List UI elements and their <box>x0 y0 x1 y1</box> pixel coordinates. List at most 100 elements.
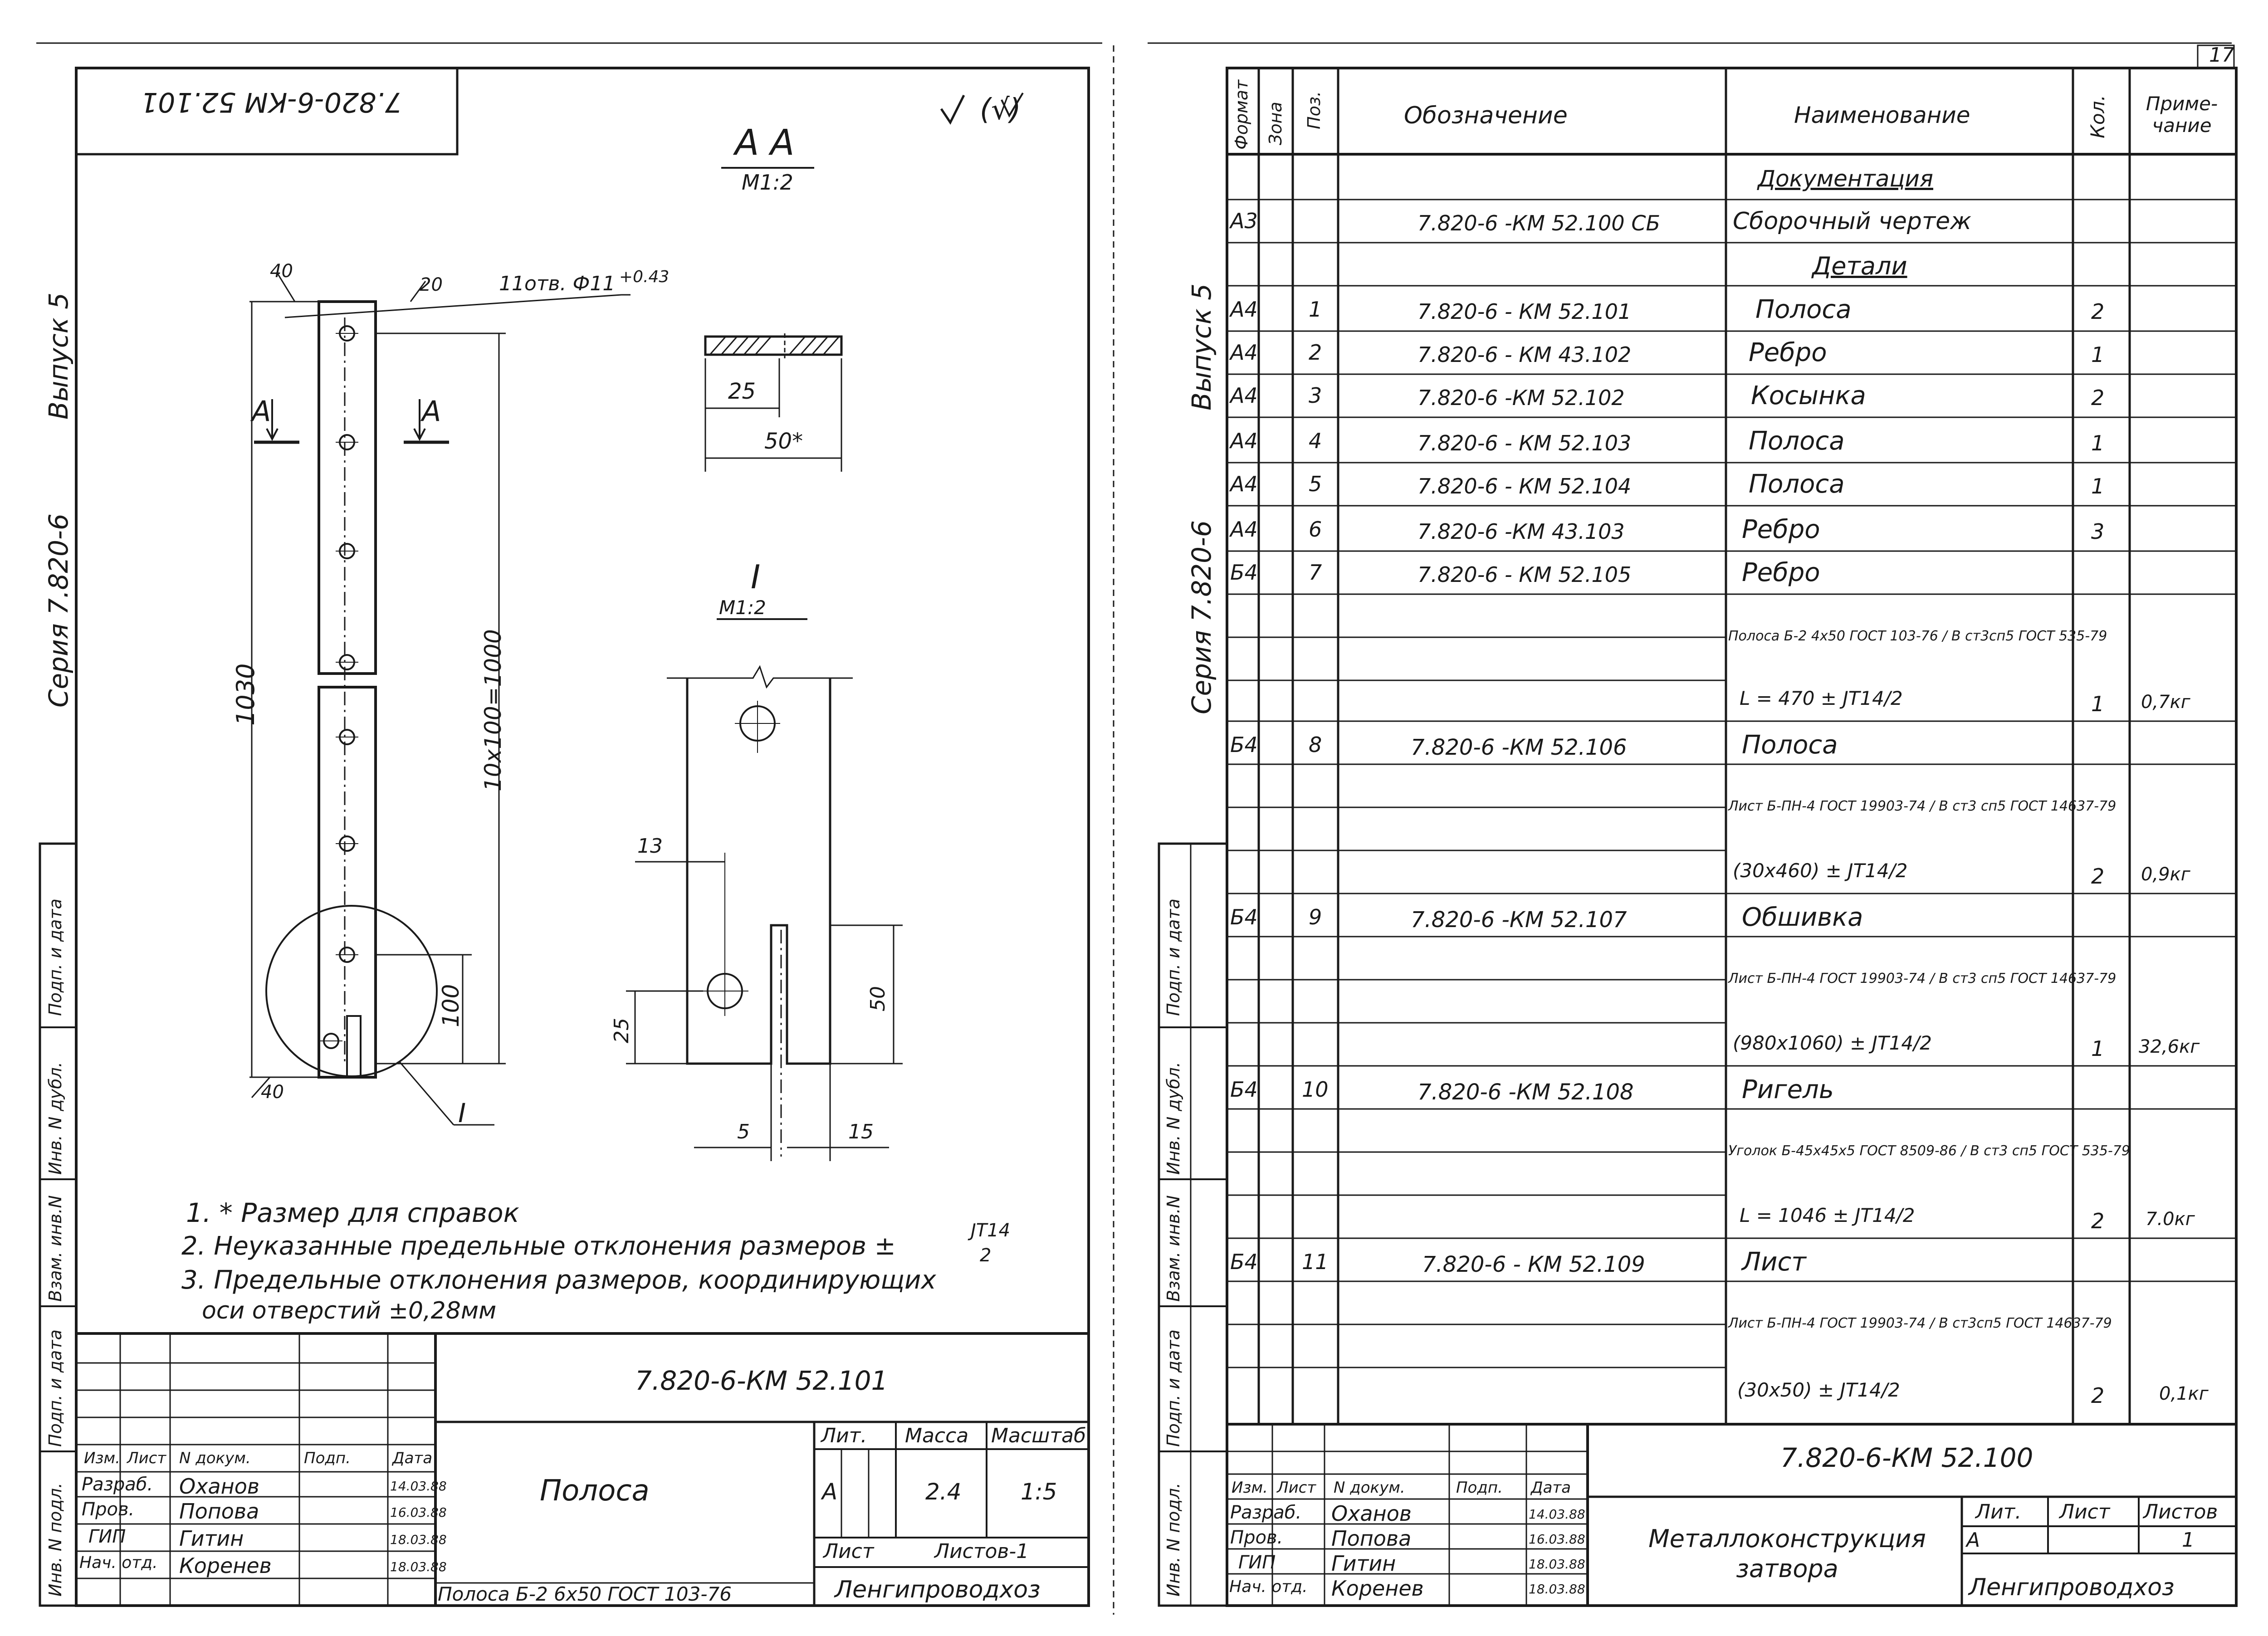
detail-dim-50: 50 <box>866 986 890 1011</box>
spec-material-pos8: Лист Б-ПН-4 ГОСТ 19903-74 / В ст3 сп5 ГО… <box>1728 798 2116 814</box>
left-side-5: Инв. N подл. <box>45 1482 65 1597</box>
spec-fmt-pos1: А4 <box>1230 297 1258 322</box>
detail-dim-5: 5 <box>737 1120 750 1143</box>
detail-i-title: I <box>751 558 761 596</box>
header-designation: Обозначение <box>1404 102 1568 129</box>
spec-name-pos10: Ригель <box>1742 1075 1834 1104</box>
spec-name-pos4: Полоса <box>1749 426 1845 456</box>
left-tb-role-3: ГИП <box>88 1526 126 1547</box>
spec-qty-pos7: 1 <box>2091 692 2105 716</box>
spec-qty-pos5: 1 <box>2091 474 2105 498</box>
spec-des-pos1: 7.820-6 - КМ 52.101 <box>1418 299 1632 324</box>
section-aa-scale: М1:2 <box>742 170 793 195</box>
left-tb-role-4: Нач. отд. <box>79 1553 158 1572</box>
left-tb-date-1: 14.03.88 <box>390 1479 447 1494</box>
right-tb-code: 7.820-6-КМ 52.100 <box>1780 1442 2033 1473</box>
left-tb-name: Полоса <box>540 1474 650 1508</box>
right-margin-vypusk: Выпуск 5 <box>1186 283 1217 410</box>
left-side-3: Инв. N дубл. <box>45 1062 65 1175</box>
spec-name-pos8: Полоса <box>1742 730 1838 760</box>
spec-des-pos10: 7.820-6 -КМ 52.108 <box>1418 1079 1634 1105</box>
spec-fmt-pos4: А4 <box>1230 429 1258 453</box>
spec-note-pos11: 0,1кг <box>2159 1383 2209 1404</box>
note-3: 3. Предельные отклонения размеров, коорд… <box>181 1265 936 1295</box>
spec-qty-pos8: 2 <box>2091 864 2105 889</box>
left-tb-code: 7.820-6-КМ 52.101 <box>635 1365 888 1396</box>
dim-40-top: 40 <box>270 261 293 282</box>
spec-fmt-pos10: Б4 <box>1230 1077 1258 1102</box>
spec-note-pos7: 0,7кг <box>2141 692 2190 713</box>
cut-label-a-left: А <box>252 395 271 428</box>
spec-pos-5: 5 <box>1309 472 1322 496</box>
spec-fmt-1: А3 <box>1230 209 1258 233</box>
header-qty: Кол. <box>2087 95 2109 138</box>
cut-label-a-right: А <box>422 395 441 428</box>
header-name: Наименование <box>1794 102 1970 128</box>
spec-fmt-pos3: А4 <box>1230 383 1258 408</box>
detail-dim-15: 15 <box>848 1120 874 1143</box>
spec-des-pos5: 7.820-6 - КМ 52.104 <box>1418 474 1632 498</box>
spec-qty-pos11: 2 <box>2091 1383 2105 1408</box>
roughness-mark: (√) <box>980 93 1021 127</box>
right-tb-name-1: Оханов <box>1331 1501 1412 1526</box>
right-tb-name-3: Гитин <box>1331 1551 1396 1576</box>
right-tb-org: Ленгипроводхоз <box>1969 1574 2175 1601</box>
spec-pos-8: 8 <box>1309 733 1322 757</box>
right-tb-role-4: Нач. отд. <box>1229 1577 1308 1596</box>
header-format: Формат <box>1232 79 1251 150</box>
spec-note-pos10: 7.0кг <box>2146 1209 2195 1230</box>
strip-view <box>249 272 631 1126</box>
spec-des-pos6: 7.820-6 -КМ 43.103 <box>1418 519 1625 544</box>
spec-qty-pos2: 1 <box>2091 342 2105 367</box>
right-tb-lit-label: Лит. <box>1975 1500 2022 1524</box>
spec-qty-pos1: 2 <box>2091 299 2105 324</box>
page-number: 17 <box>2209 44 2234 67</box>
spec-note-pos9: 32,6кг <box>2139 1036 2200 1057</box>
left-tb-scale: 1:5 <box>1021 1479 1057 1505</box>
dim-chain: 10х100=1000 <box>480 629 506 791</box>
right-tb-role-2: Пров. <box>1230 1527 1283 1548</box>
left-tb-lit: А <box>822 1479 838 1505</box>
spec-fmt-pos2: А4 <box>1230 340 1258 365</box>
left-side-1: Подп. и дата <box>45 899 65 1016</box>
section-aa-title: А А <box>735 122 795 163</box>
spec-section-details: Детали <box>1812 252 1907 280</box>
spec-des-1: 7.820-6 -КМ 52.100 СБ <box>1418 211 1660 235</box>
detail-i <box>626 618 903 1161</box>
right-side-1: Подп. и дата <box>1163 899 1183 1016</box>
right-tb-name-2: Попова <box>1331 1526 1412 1551</box>
holes-note: 11отв. Ф11 <box>499 272 616 295</box>
right-side-3: Инв. N дубл. <box>1163 1062 1183 1175</box>
left-tb-h-doc: N докум. <box>179 1449 251 1467</box>
left-tb-name-4: Коренев <box>179 1553 272 1578</box>
spec-size-pos7: L = 470 ± JT14/2 <box>1740 687 1903 709</box>
spec-fmt-pos5: А4 <box>1230 472 1258 496</box>
left-tb-date-2: 16.03.88 <box>390 1505 447 1520</box>
left-margin-vypusk: Выпуск 5 <box>43 292 74 420</box>
left-tb-h-list: Лист <box>127 1449 166 1467</box>
section-aa <box>704 167 843 472</box>
spec-name-pos2: Ребро <box>1749 338 1827 367</box>
spec-size-pos9: (980х1060) ± JT14/2 <box>1733 1032 1932 1054</box>
spec-note-pos8: 0,9кг <box>2141 864 2190 885</box>
right-tb-h-izm: Изм. <box>1232 1479 1268 1497</box>
spec-pos-9: 9 <box>1309 905 1322 929</box>
left-tb-sheets-label: Листов-1 <box>934 1540 1029 1563</box>
right-side-2: Взам. инв.N <box>1163 1195 1183 1302</box>
right-title-block <box>1227 1424 2236 1606</box>
left-stamp-code: 7.820-6-КМ 52.101 <box>141 86 402 118</box>
note-2-frac-num: JT14 <box>971 1220 1011 1241</box>
header-zone: Зона <box>1266 102 1286 145</box>
right-tb-role-1: Разраб. <box>1230 1502 1302 1523</box>
left-tb-sheet-label: Лист <box>823 1540 874 1563</box>
left-tb-org: Ленгипроводхоз <box>835 1576 1041 1603</box>
dim-100: 100 <box>438 984 464 1027</box>
spec-name-pos3: Косынка <box>1751 381 1866 410</box>
spec-fmt-pos8: Б4 <box>1230 733 1258 757</box>
left-tb-material: Полоса Б-2 6х50 ГОСТ 103-76 <box>438 1583 732 1605</box>
spec-name-pos7: Ребро <box>1742 558 1820 587</box>
spec-des-pos8: 7.820-6 -КМ 52.106 <box>1411 735 1627 760</box>
left-tb-name-3: Гитин <box>179 1526 244 1551</box>
right-side-4: Подп. и дата <box>1163 1329 1183 1447</box>
spec-fmt-pos7: Б4 <box>1230 560 1258 585</box>
